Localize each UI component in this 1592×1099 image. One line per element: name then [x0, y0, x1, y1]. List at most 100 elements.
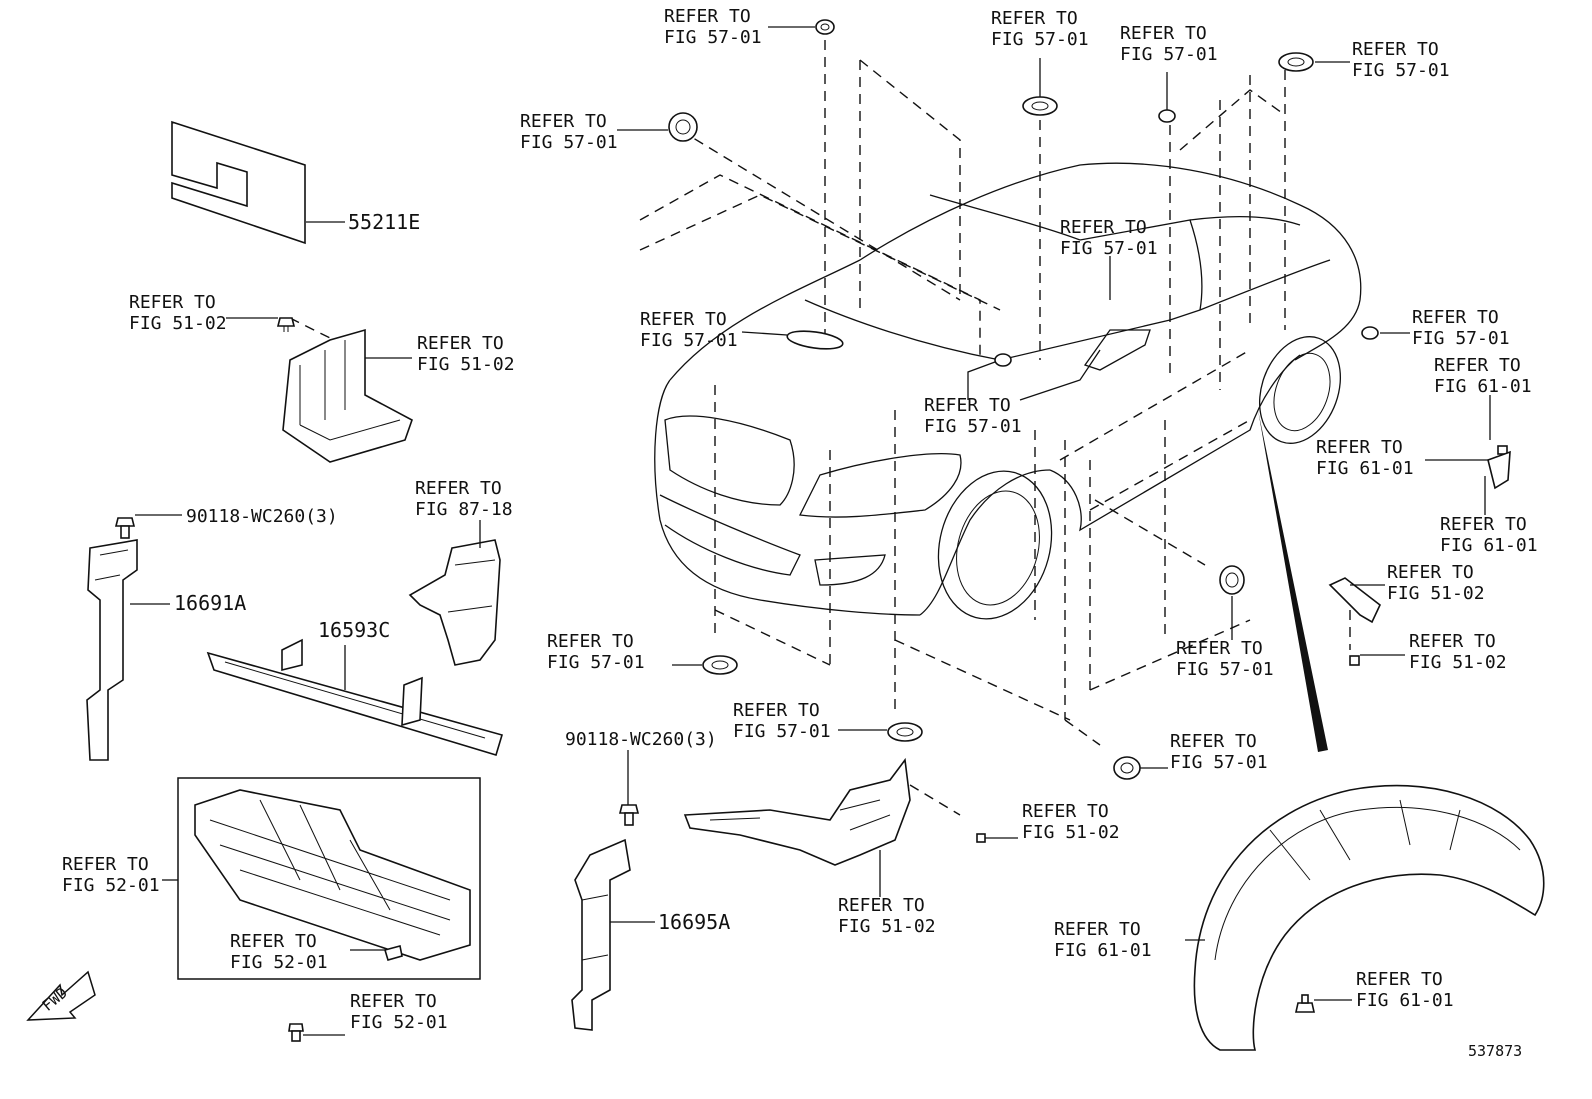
- front-fender-liner-part: [683, 757, 911, 866]
- callout-line2: FIG 51-02: [1409, 652, 1507, 673]
- callout-line1: REFER TO: [838, 895, 925, 916]
- callout-line2: FIG 52-01: [350, 1012, 448, 1033]
- callout-line2: FIG 61-01: [1440, 535, 1538, 556]
- grommet-icon: [786, 330, 844, 350]
- callout-line2: FIG 61-01: [1356, 990, 1454, 1011]
- clip-icon: [1295, 994, 1315, 1013]
- callout-line1: REFER TO: [1409, 631, 1496, 652]
- callout-line2: FIG 61-01: [1054, 940, 1152, 961]
- callout-line1: REFER TO: [1120, 23, 1207, 44]
- callout-line1: REFER TO: [664, 6, 751, 27]
- bracket-icon: [1487, 450, 1511, 490]
- callout-line1: REFER TO: [1054, 919, 1141, 940]
- callout-line1: REFER TO: [1440, 514, 1527, 535]
- callout-line2: FIG 57-01: [733, 721, 831, 742]
- grommet-icon: [1022, 96, 1058, 116]
- part-number-clip-center: 90118-WC260(3): [565, 729, 717, 750]
- callout-line2: FIG 51-02: [1387, 583, 1485, 604]
- callout-line1: REFER TO: [415, 478, 502, 499]
- callout-line2: FIG 57-01: [1120, 44, 1218, 65]
- callout-line2: FIG 57-01: [664, 27, 762, 48]
- part-number-55211E: 55211E: [348, 210, 420, 234]
- rear-wheel-liner-part: [1193, 784, 1545, 1051]
- bolt-icon: [114, 517, 136, 539]
- callout-line2: FIG 57-01: [1170, 752, 1268, 773]
- radiator-seal-16691A: [86, 539, 138, 761]
- callout-line1: REFER TO: [991, 8, 1078, 29]
- callout-line1: REFER TO: [1316, 437, 1403, 458]
- callout-line2: FIG 57-01: [1412, 328, 1510, 349]
- part-number-16695A: 16695A: [658, 910, 730, 934]
- callout-line2: FIG 52-01: [62, 875, 160, 896]
- grommet-icon: [668, 112, 698, 142]
- callout-line2: FIG 51-02: [838, 916, 936, 937]
- callout-line2: FIG 61-01: [1316, 458, 1414, 479]
- clip-icon: [1349, 655, 1360, 666]
- callout-line2: FIG 51-02: [1022, 822, 1120, 843]
- part-number-16593C: 16593C: [318, 618, 390, 642]
- radiator-seal-16695A: [571, 838, 631, 1031]
- callout-line1: REFER TO: [1170, 731, 1257, 752]
- engine-under-cover-group: [177, 777, 481, 980]
- callout-line2: FIG 57-01: [1352, 60, 1450, 81]
- part-number-clip-left: 90118-WC260(3): [186, 506, 338, 527]
- callout-line1: REFER TO: [1434, 355, 1521, 376]
- bracket-icon: [1328, 577, 1381, 624]
- callout-line1: REFER TO: [924, 395, 1011, 416]
- grommet-icon: [1158, 109, 1176, 123]
- insulator-pad-55211E: [171, 120, 306, 245]
- grommets: [668, 19, 1379, 780]
- part-number-16691A: 16691A: [174, 591, 246, 615]
- part-number-labels: 55211E 16691A 16593C 16695A 90118-WC260(…: [174, 210, 730, 934]
- grommet-icon: [994, 353, 1012, 367]
- callout-line1: REFER TO: [129, 292, 216, 313]
- callout-line2: FIG 57-01: [547, 652, 645, 673]
- callout-line2: FIG 57-01: [640, 330, 738, 351]
- bolt-icon: [618, 804, 640, 826]
- callout-line2: FIG 57-01: [1176, 659, 1274, 680]
- callout-line1: REFER TO: [520, 111, 607, 132]
- callout-line1: REFER TO: [733, 700, 820, 721]
- callout-line2: FIG 87-18: [415, 499, 513, 520]
- rear-liner-leader: [1258, 410, 1328, 752]
- callout-line2: FIG 57-01: [991, 29, 1089, 50]
- callout-line2: FIG 51-02: [417, 354, 515, 375]
- callout-line1: REFER TO: [1176, 638, 1263, 659]
- callout-line2: FIG 57-01: [924, 416, 1022, 437]
- callout-line1: REFER TO: [1356, 969, 1443, 990]
- dashed-locator-lines: [289, 40, 1351, 816]
- callout-line2: FIG 57-01: [1060, 238, 1158, 259]
- clip-icon: [976, 833, 986, 843]
- radiator-seal-16593C: [206, 638, 504, 756]
- fwd-arrow-icon: FWD: [26, 970, 96, 1021]
- diagram-id: 537873: [1468, 1042, 1522, 1060]
- callout-line1: REFER TO: [547, 631, 634, 652]
- grommet-icon: [1113, 756, 1141, 780]
- callout-line1: REFER TO: [1022, 801, 1109, 822]
- callout-line2: FIG 57-01: [520, 132, 618, 153]
